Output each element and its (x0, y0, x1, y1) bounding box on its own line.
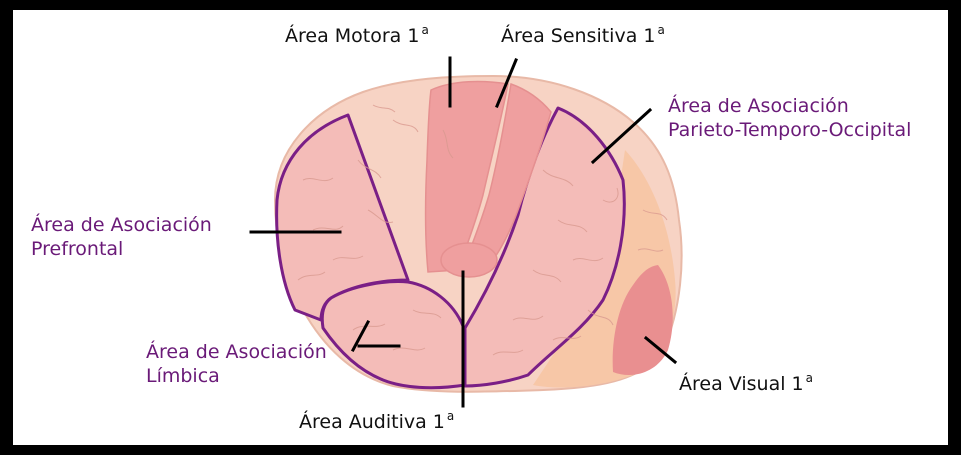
label-limbica-line2: Límbica (146, 364, 327, 388)
label-limbica: Área de Asociación Límbica (146, 340, 327, 388)
label-prefrontal-line2: Prefrontal (31, 237, 212, 261)
label-parieto-line1: Área de Asociación (668, 94, 911, 118)
label-prefrontal-line1: Área de Asociación (31, 213, 212, 237)
label-limbica-line1: Área de Asociación (146, 340, 327, 364)
label-prefrontal: Área de Asociación Prefrontal (31, 213, 212, 261)
label-parieto-line2: Parieto-Temporo-Occipital (668, 118, 911, 142)
limbic-area (322, 282, 465, 388)
auditory-area (441, 243, 497, 277)
label-parieto: Área de Asociación Parieto-Temporo-Occip… (668, 94, 911, 142)
